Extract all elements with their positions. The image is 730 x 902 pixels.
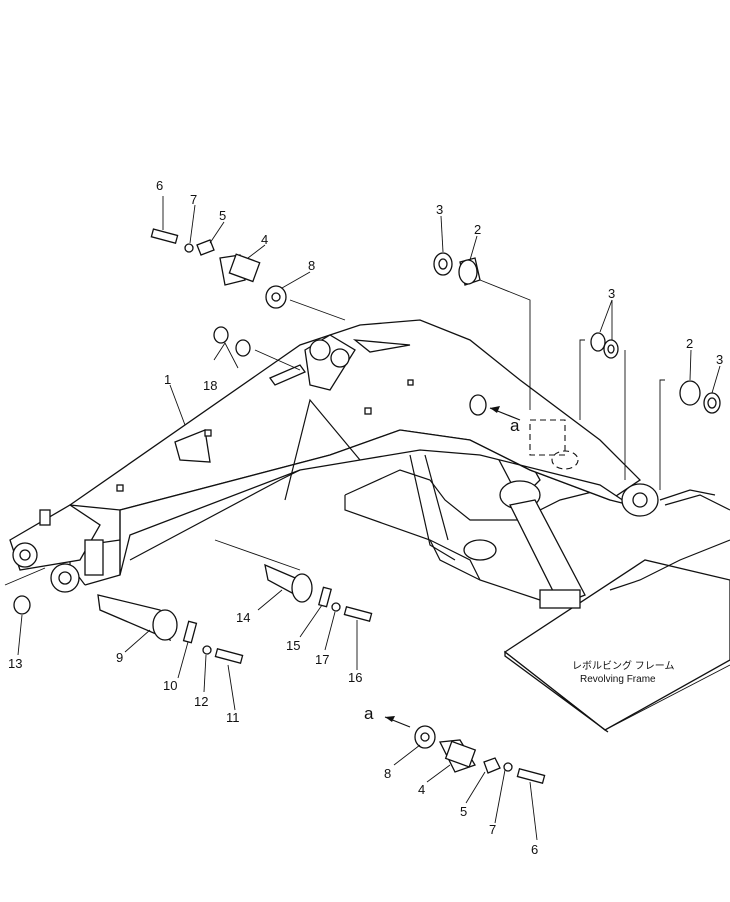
callout-16: 16 bbox=[348, 670, 362, 685]
callout-15: 15 bbox=[286, 638, 300, 653]
callout-7-bottom: 7 bbox=[489, 822, 496, 837]
bushing-set-upper bbox=[433, 252, 721, 414]
callout-8-top: 8 bbox=[308, 258, 315, 273]
pin-assembly-boom-nose bbox=[13, 594, 244, 665]
callout-6-top: 6 bbox=[156, 178, 163, 193]
callout-3-b: 3 bbox=[608, 286, 615, 301]
pin-assembly-middle bbox=[264, 563, 373, 623]
callout-10: 10 bbox=[163, 678, 177, 693]
callout-3-a: 3 bbox=[436, 202, 443, 217]
pin-assembly-top bbox=[150, 228, 287, 369]
callout-4-top: 4 bbox=[261, 232, 268, 247]
callout-11: 11 bbox=[226, 710, 240, 725]
callout-3-c: 3 bbox=[716, 352, 723, 367]
callout-7-top: 7 bbox=[190, 192, 197, 207]
callout-numbers: 6 7 5 4 8 3 2 3 2 3 1 18 13 9 10 12 11 1… bbox=[8, 178, 723, 857]
view-marker-a-bottom: a bbox=[364, 704, 374, 723]
callout-4-bottom: 4 bbox=[418, 782, 425, 797]
callout-12: 12 bbox=[194, 694, 208, 709]
callout-17: 17 bbox=[315, 652, 329, 667]
leader-lines bbox=[4, 279, 665, 586]
callout-9: 9 bbox=[116, 650, 123, 665]
callout-2-a: 2 bbox=[474, 222, 481, 237]
pin-assembly-bottom bbox=[384, 716, 546, 785]
view-marker-a-boom: a bbox=[510, 416, 520, 435]
upper-frame bbox=[344, 469, 730, 601]
callout-2-b: 2 bbox=[686, 336, 693, 351]
callout-leaders bbox=[17, 196, 721, 841]
boom-foot-stand bbox=[409, 454, 497, 561]
callout-13: 13 bbox=[8, 656, 22, 671]
callout-5-bottom: 5 bbox=[460, 804, 467, 819]
callout-8-bottom: 8 bbox=[384, 766, 391, 781]
callout-1: 1 bbox=[164, 372, 171, 387]
frame-label-japanese: レボルビング フレーム bbox=[572, 659, 674, 672]
frame-label-english: Revolving Frame bbox=[580, 674, 656, 685]
boom-structure bbox=[9, 319, 659, 593]
callout-5-top: 5 bbox=[219, 208, 226, 223]
callout-14: 14 bbox=[236, 610, 250, 625]
callout-18: 18 bbox=[203, 378, 217, 393]
revolving-frame bbox=[503, 559, 730, 733]
callout-6-bottom: 6 bbox=[531, 842, 538, 857]
